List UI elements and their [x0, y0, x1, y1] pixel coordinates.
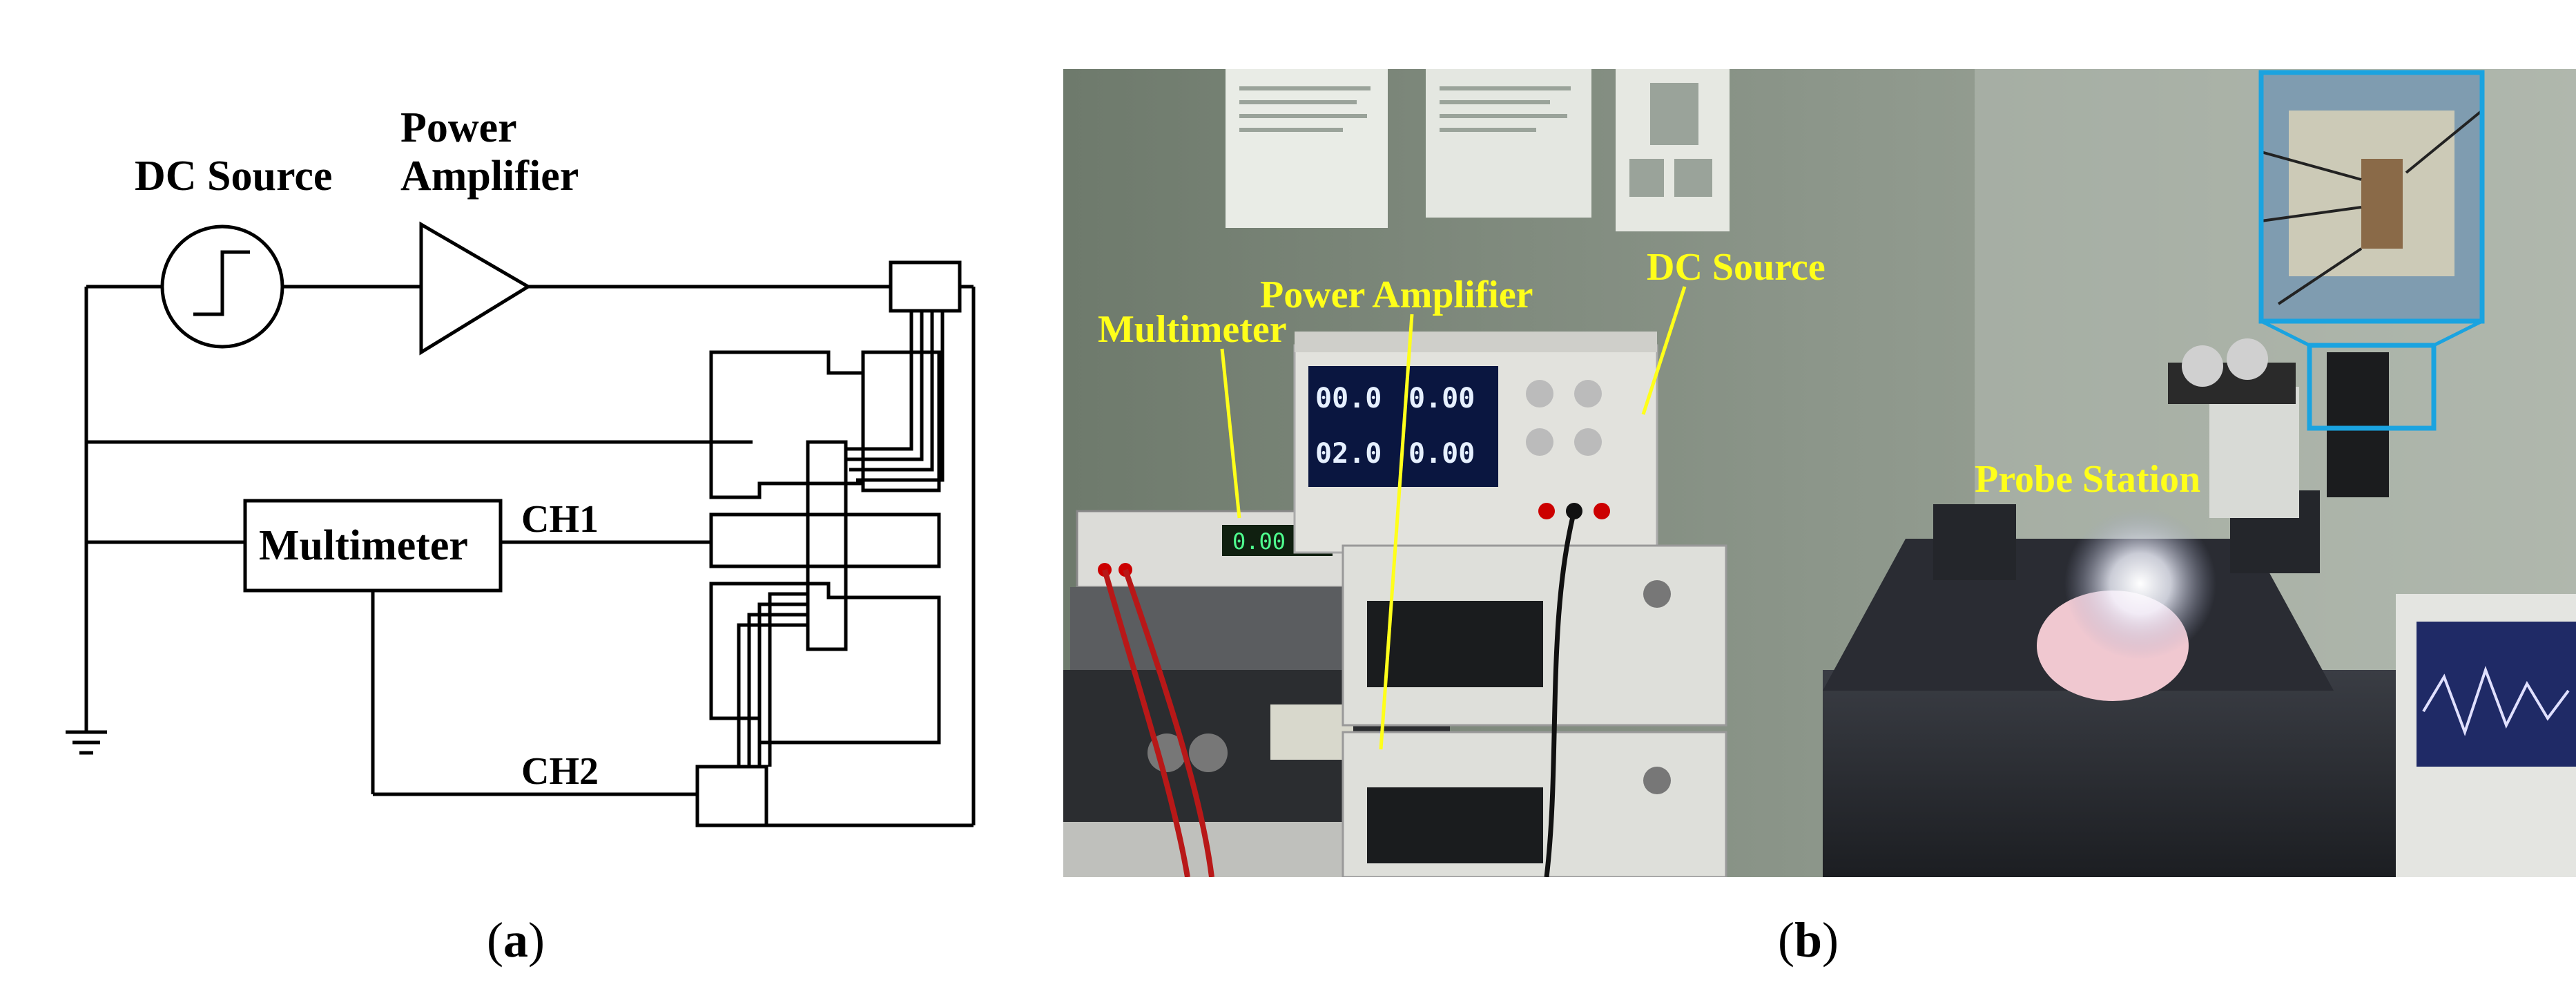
dc-display-value-1: 00.0 — [1315, 383, 1382, 414]
dc-display-value-3: 02.0 — [1315, 438, 1382, 470]
device-lower-pad — [709, 582, 941, 745]
caption-b: (b) — [1778, 912, 1839, 968]
photo-dc-source-label: DC Source — [1647, 246, 1826, 289]
caption-a: (a) — [487, 912, 545, 968]
device-middle-pad — [709, 512, 941, 568]
ch1-label: CH1 — [521, 498, 599, 541]
lab-photo-panel: 0.00 00.0 0.00 02.0 0.00 — [1063, 69, 2576, 877]
label-pointers — [1220, 286, 1687, 750]
schematic-panel: DC Source Power Amplifier Multimeter CH1… — [0, 0, 1036, 1007]
device-upper-pad — [709, 350, 865, 499]
microscope-light — [2064, 508, 2216, 660]
power-amplifier-symbol — [419, 221, 532, 356]
schematic-diagram: DC Source Power Amplifier Multimeter CH1… — [66, 104, 976, 827]
inset-connector-left — [2260, 319, 2311, 347]
photo-power-amplifier-label: Power Amplifier — [1260, 274, 1533, 316]
multimeter-display-value: 0.00 — [1232, 528, 1286, 555]
dc-step-waveform — [193, 250, 250, 316]
top-probe-pad — [889, 260, 962, 313]
ch2-label: CH2 — [521, 750, 599, 793]
bottom-probe-pad — [695, 765, 768, 827]
microscope-inset — [2258, 70, 2485, 431]
amplifier-meter — [1270, 704, 1353, 760]
posted-paper-2 — [1426, 69, 1591, 218]
lab-photo: 0.00 00.0 0.00 02.0 0.00 — [1063, 69, 2576, 877]
multimeter-stand — [1070, 587, 1381, 670]
dc-source-label: DC Source — [135, 153, 332, 200]
photo-multimeter-label: Multimeter — [1098, 308, 1287, 351]
inset-connector-right — [2432, 319, 2483, 347]
inset-frame — [2258, 70, 2485, 324]
device-right-upper-pad — [861, 350, 941, 492]
multimeter-label: Multimeter — [259, 522, 468, 569]
inset-source-frame — [2307, 343, 2437, 431]
dc-display-value-4: 0.00 — [1408, 438, 1475, 470]
microscope-camera — [2327, 352, 2389, 497]
photo-probe-station-label: Probe Station — [1975, 458, 2200, 501]
microscope-body — [2209, 387, 2299, 518]
posted-paper-1 — [1226, 69, 1388, 228]
power-amplifier-label-line1: Power — [400, 104, 517, 151]
power-amplifier-label-line2: Amplifier — [400, 153, 579, 200]
device-center-electrode — [806, 440, 848, 651]
dc-display-value-2: 0.00 — [1408, 383, 1475, 414]
